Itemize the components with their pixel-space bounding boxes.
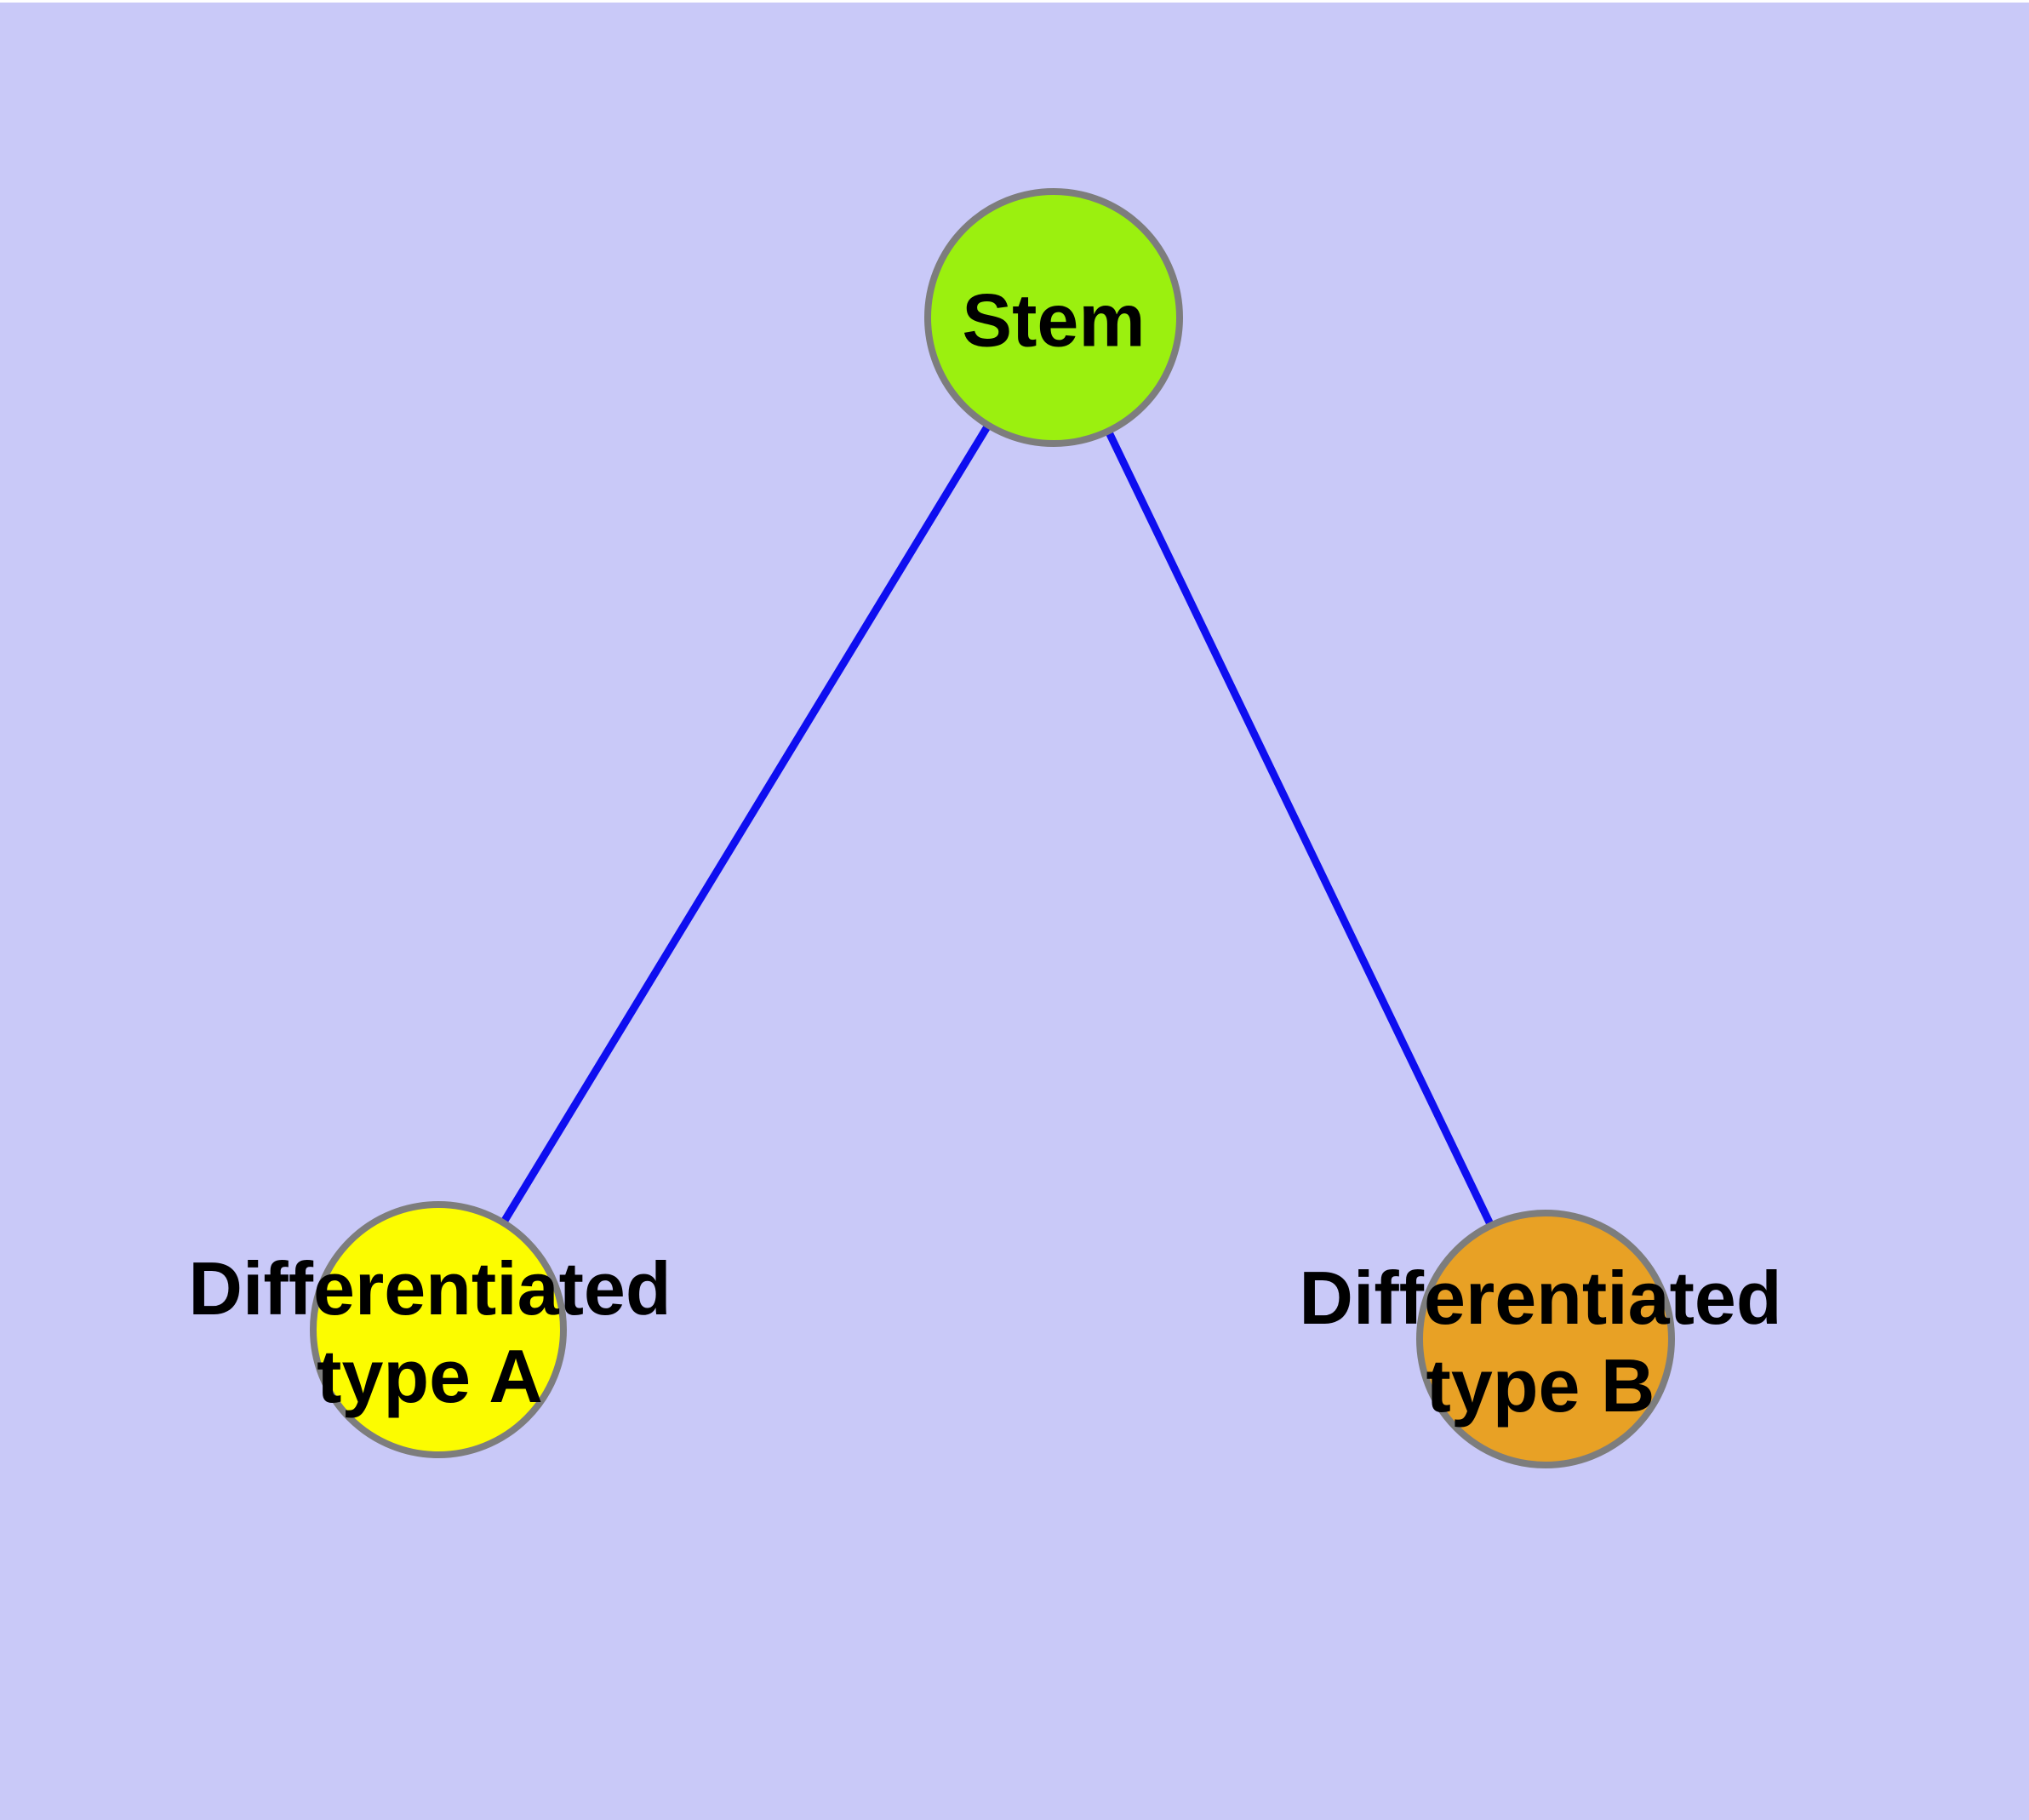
type-b-label-line1: Differentiated: [1299, 1256, 1782, 1340]
differentiated-type-a-node: [310, 1201, 567, 1458]
type-a-label-line2: type A: [317, 1334, 543, 1418]
differentiated-type-b-node: [1416, 1210, 1675, 1468]
stem-node: [924, 188, 1183, 447]
stem-node-label: Stem: [962, 277, 1145, 364]
differentiated-type-a-label: Differentiated type A: [188, 1245, 671, 1420]
type-a-label-line1: Differentiated: [188, 1246, 672, 1331]
differentiated-type-b-label: Differentiated type B: [1299, 1254, 1781, 1429]
top-edge-strip: [0, 0, 2029, 3]
stem-label-text: Stem: [962, 278, 1146, 363]
edge-stem-to-type-b: [1049, 316, 1550, 1341]
edge-stem-to-type-a: [435, 315, 1057, 1332]
type-b-label-line2: type B: [1426, 1343, 1655, 1428]
